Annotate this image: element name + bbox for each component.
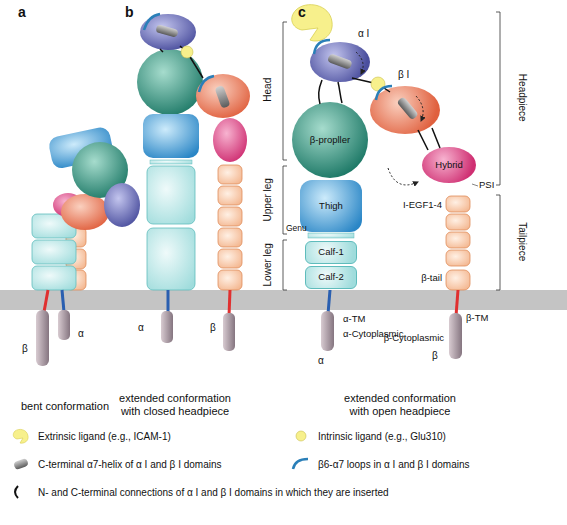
legend-item: Intrinsic ligand (e.g., Glu310) bbox=[290, 428, 446, 444]
region-brackets bbox=[283, 12, 500, 290]
domain-label: PSI bbox=[479, 180, 494, 191]
alpha-i-domain: α I bbox=[310, 42, 370, 82]
chain-label: α bbox=[138, 322, 144, 334]
panel-letter: a bbox=[18, 4, 26, 20]
legend-text: N- and C-terminal connections of α I and… bbox=[38, 487, 389, 498]
domain-label: Thigh bbox=[319, 201, 343, 211]
domain-label: Hybrid bbox=[435, 160, 462, 170]
chain-label: β bbox=[210, 322, 216, 334]
chain-label: α bbox=[78, 328, 84, 340]
extended-closed-integrin bbox=[137, 14, 250, 351]
legend-swatch bbox=[293, 459, 308, 469]
chain-label: β bbox=[22, 343, 28, 355]
region-label: Upper leg bbox=[262, 160, 274, 240]
region-label: Tailpiece bbox=[516, 192, 528, 292]
domain-label: β-TM bbox=[466, 313, 488, 324]
region-label: Head bbox=[262, 50, 274, 130]
legend-swatch bbox=[13, 458, 29, 470]
legend-text: β6-α7 loops in α I and β I domains bbox=[318, 459, 469, 470]
domain-label: β I bbox=[398, 69, 409, 80]
membrane bbox=[0, 290, 567, 310]
domain-label: β-Cytoplasmic bbox=[374, 333, 444, 344]
legend-swatch bbox=[296, 431, 306, 441]
region-label: Lower leg bbox=[262, 225, 274, 305]
domain-label: Genu bbox=[286, 224, 307, 234]
legend-swatch bbox=[15, 486, 18, 498]
legend-swatch bbox=[13, 429, 28, 443]
thigh-domain: Thigh bbox=[300, 180, 362, 232]
legend-item: N- and C-terminal connections of α I and… bbox=[10, 484, 389, 500]
calf-domain: Calf-2 bbox=[305, 266, 357, 289]
beta-i-domain: β I bbox=[370, 86, 440, 134]
domain-label: β-tail bbox=[398, 273, 442, 284]
legend-sample bbox=[10, 456, 32, 472]
chain-label: β bbox=[432, 350, 438, 362]
domain-label: α I bbox=[358, 28, 369, 39]
panel-caption: extended conformation with open headpiec… bbox=[340, 392, 460, 417]
legend-item: C-terminal α7-helix of α I and β I domai… bbox=[10, 456, 222, 472]
domain-label: Calf-2 bbox=[318, 272, 343, 282]
calf-domain: Calf-1 bbox=[305, 241, 357, 264]
legend-sample bbox=[290, 428, 312, 444]
domain-label: β-propller bbox=[310, 135, 350, 145]
bent-integrin bbox=[32, 126, 140, 366]
domain-label: Calf-1 bbox=[318, 247, 343, 257]
legend-item: Extrinsic ligand (e.g., ICAM-1) bbox=[10, 428, 171, 444]
panel-caption: extended conformation with closed headpi… bbox=[115, 392, 235, 417]
extended-open-integrin bbox=[292, 5, 478, 359]
legend-sample bbox=[10, 428, 32, 444]
legend-sample bbox=[290, 456, 312, 472]
panel-letter: b bbox=[125, 4, 134, 20]
legend-text: Extrinsic ligand (e.g., ICAM-1) bbox=[38, 431, 171, 442]
legend-text: C-terminal α7-helix of α I and β I domai… bbox=[38, 459, 222, 470]
domain-label: I-EGF1-4 bbox=[388, 200, 442, 211]
legend-text: Intrinsic ligand (e.g., Glu310) bbox=[318, 431, 446, 442]
hybrid-domain: Hybrid bbox=[422, 147, 476, 183]
legend-item: β6-α7 loops in α I and β I domains bbox=[290, 456, 469, 472]
region-label: Headpiece bbox=[516, 48, 528, 148]
legend-sample bbox=[10, 484, 32, 500]
domain-label: α-TM bbox=[343, 314, 365, 325]
panel-letter: c bbox=[298, 4, 306, 20]
panel-caption: bent conformation bbox=[5, 400, 125, 413]
chain-label: α bbox=[318, 355, 324, 367]
beta-propeller-domain: β-propller bbox=[292, 102, 368, 178]
